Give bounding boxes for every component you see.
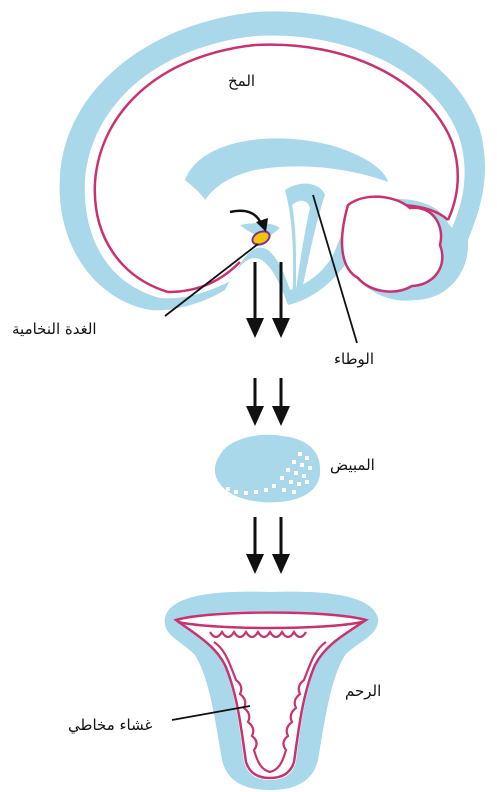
endometrium-label: غشاء مخاطي	[68, 718, 152, 733]
uterus-label: الرحم	[345, 684, 381, 699]
brain-label: المخ	[228, 74, 255, 89]
cerebellum	[342, 197, 442, 292]
ovary-figure	[215, 435, 320, 503]
ovary-body	[215, 435, 320, 503]
hormone-arrows-3	[246, 517, 290, 574]
hypothalamus-label: الوطاء	[334, 352, 374, 367]
uterus-inner	[180, 611, 362, 780]
brain-figure	[60, 11, 485, 310]
hormone-arrows-2	[246, 378, 290, 426]
ovary-label: المبيض	[330, 458, 375, 473]
pituitary-label: الغدة النخامية	[12, 322, 97, 337]
